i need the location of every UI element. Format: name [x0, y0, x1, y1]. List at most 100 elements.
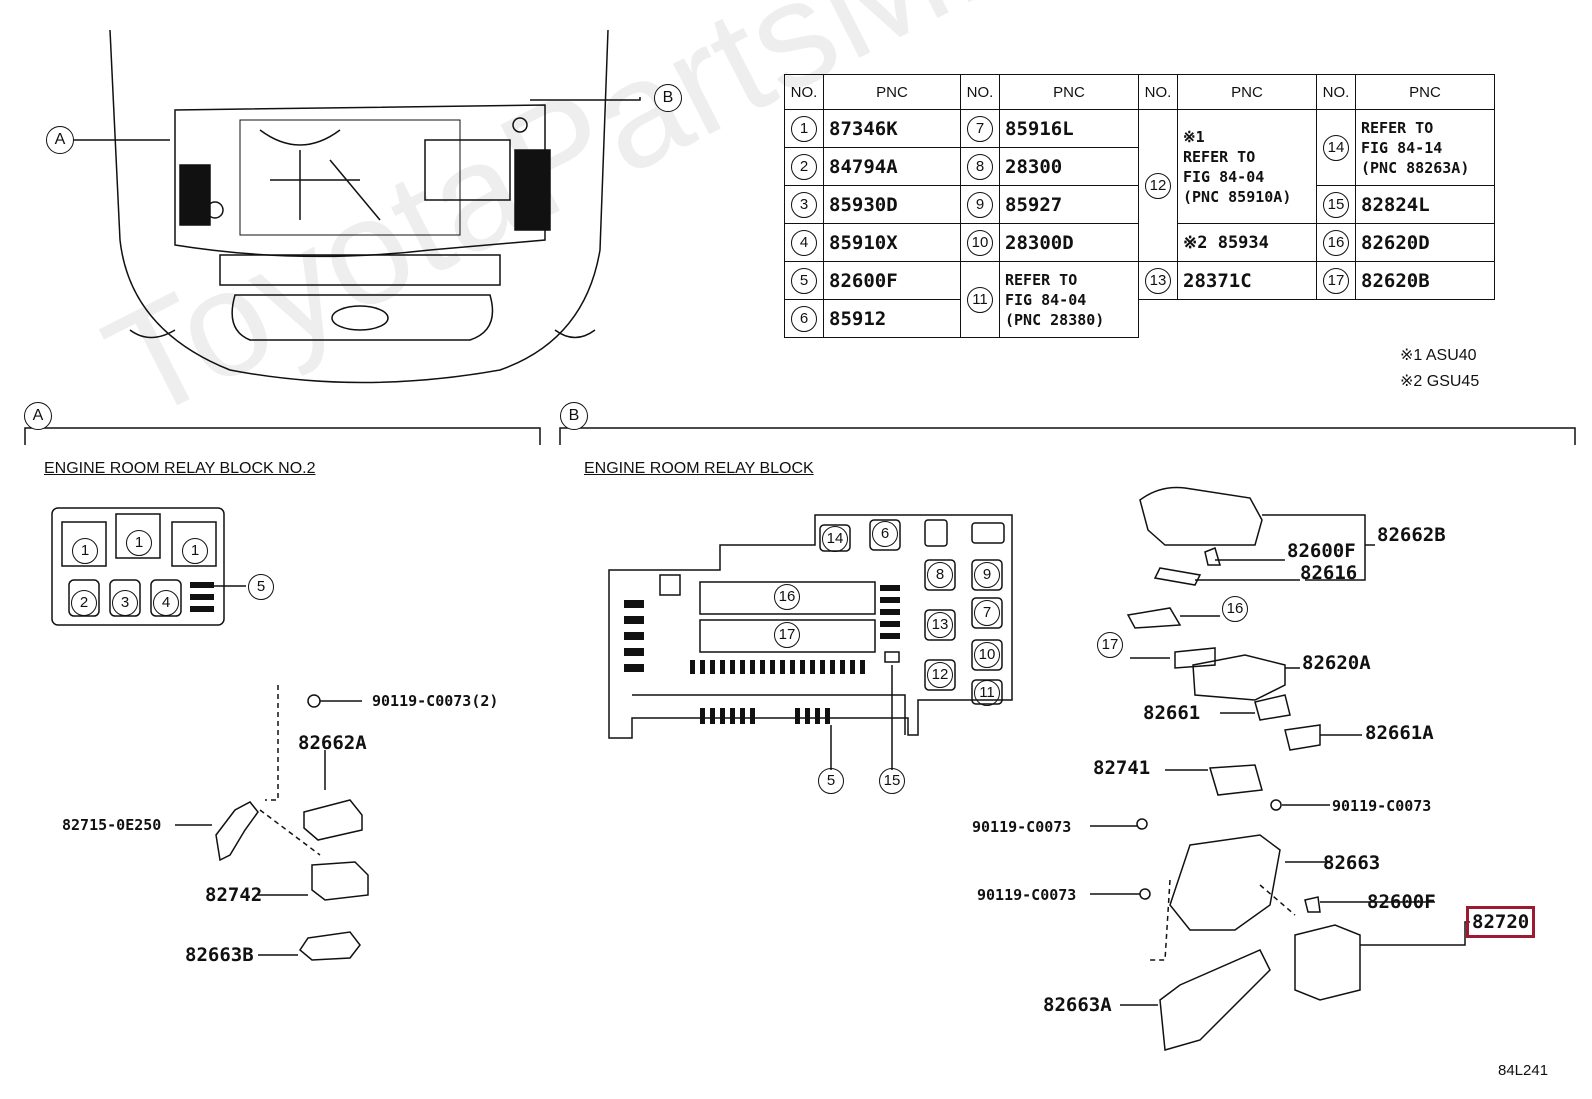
row-pnc: 28300 — [999, 147, 1139, 186]
fuse-16: 16 — [774, 584, 800, 610]
row-pnc: 84794A — [823, 147, 961, 186]
row-pnc: 85930D — [823, 185, 961, 224]
callout-5b: 5 — [818, 768, 844, 794]
callout-b-top: B — [654, 84, 682, 112]
row-pnc: 87346K — [823, 109, 961, 148]
fuse-pins — [624, 585, 900, 724]
row-pnc: 82620B — [1355, 261, 1495, 300]
part-82663: 82663 — [1323, 852, 1381, 874]
callout-b-section: B — [560, 402, 588, 430]
part-82741: 82741 — [1093, 757, 1151, 779]
r11-line: (PNC 28380) — [1005, 310, 1105, 329]
fuse-6: 6 — [872, 521, 898, 547]
callout-5: 5 — [248, 574, 274, 600]
r14-line: FIG 84-14 — [1361, 138, 1443, 157]
fuse-14: 14 — [822, 526, 848, 552]
row-no: 13 — [1145, 267, 1171, 294]
part-82620a: 82620A — [1302, 652, 1371, 674]
row-pnc: 28371C — [1177, 261, 1317, 300]
part-lower: 82663B — [185, 944, 254, 966]
row-no: 2 — [791, 153, 817, 180]
row-no: 5 — [791, 267, 817, 294]
relay-1: 1 — [182, 538, 208, 564]
fuse-12: 12 — [927, 662, 953, 688]
header-no: NO. — [1138, 74, 1178, 110]
row-pnc: 85910X — [823, 223, 961, 262]
row-no: 10 — [967, 229, 993, 256]
fuse-17: 17 — [774, 622, 800, 648]
callout-a-top: A — [46, 126, 74, 154]
section-a-title: ENGINE ROOM RELAY BLOCK NO.2 — [44, 460, 316, 477]
row-pnc: 82600F — [823, 261, 961, 300]
row-no: 11 — [967, 286, 993, 313]
callout-16: 16 — [1222, 596, 1248, 622]
row-pnc: 85927 — [999, 185, 1139, 224]
fuse-11: 11 — [974, 680, 1000, 706]
part-82663a: 82663A — [1043, 994, 1112, 1016]
car-illustration — [70, 29, 641, 384]
callout-15: 15 — [879, 768, 905, 794]
relay-3: 3 — [112, 590, 138, 616]
r14-line: (PNC 88263A) — [1361, 158, 1470, 177]
row-no: 7 — [967, 115, 993, 142]
section-b-title: ENGINE ROOM RELAY BLOCK — [584, 460, 814, 477]
relay-2: 2 — [71, 590, 97, 616]
relay-1: 1 — [126, 530, 152, 556]
row-no: 3 — [791, 191, 817, 218]
row-pnc: 82824L — [1355, 185, 1495, 224]
row-no: 17 — [1323, 267, 1349, 294]
header-no: NO. — [1316, 74, 1356, 110]
part-82600f-2: 82600F — [1367, 891, 1436, 913]
header-pnc: PNC — [999, 74, 1139, 110]
part-82662b: 82662B — [1377, 524, 1446, 546]
r14-line: REFER TO — [1361, 118, 1434, 137]
part-82616: 82616 — [1300, 562, 1358, 584]
header-pnc: PNC — [1177, 74, 1317, 110]
note-2: ※2 GSU45 — [1400, 373, 1480, 390]
r11-line: REFER TO — [1005, 270, 1078, 289]
pnc-table: NO. PNC NO. PNC NO. PNC NO. PNC 1 87346K… — [784, 74, 1495, 338]
part-82661a: 82661A — [1365, 722, 1434, 744]
fuse-9: 9 — [974, 562, 1000, 588]
fuse-7: 7 — [974, 600, 1000, 626]
row-no: 6 — [791, 305, 817, 332]
header-pnc: PNC — [1355, 74, 1495, 110]
row-no: 1 — [791, 115, 817, 142]
callout-17: 17 — [1097, 632, 1123, 658]
row-no: 12 — [1145, 172, 1171, 199]
fuse-8: 8 — [927, 562, 953, 588]
row-pnc: 85916L — [999, 109, 1139, 148]
r12a-line: REFER TO — [1183, 147, 1256, 166]
part-bolt-2: 90119-C0073 — [972, 818, 1072, 836]
r12a-line: (PNC 85910A) — [1183, 187, 1292, 206]
row-no: 4 — [791, 229, 817, 256]
row-no: 9 — [967, 191, 993, 218]
header-pnc: PNC — [823, 74, 961, 110]
r11-line: FIG 84-04 — [1005, 290, 1087, 309]
fuse-13: 13 — [927, 612, 953, 638]
figure-code: 84L241 — [1498, 1062, 1549, 1079]
r12a-line: ※1 — [1183, 127, 1205, 146]
row-pnc: 85912 — [823, 299, 961, 338]
header-no: NO. — [960, 74, 1000, 110]
row-no: 8 — [967, 153, 993, 180]
part-bracket: 82715-0E250 — [62, 816, 162, 834]
part-cover: 82662A — [298, 732, 367, 754]
part-bolt-3: 90119-C0073 — [977, 886, 1077, 904]
callout-a-section: A — [24, 402, 52, 430]
row-pnc: 28300D — [999, 223, 1139, 262]
row-no: 16 — [1323, 229, 1349, 256]
part-block: 82742 — [205, 884, 263, 906]
header-no: NO. — [784, 74, 824, 110]
relay-4: 4 — [153, 590, 179, 616]
row-pnc-12b: ※2 85934 — [1177, 223, 1317, 262]
part-82661: 82661 — [1143, 702, 1201, 724]
part-82720-highlighted[interactable]: 82720 — [1466, 906, 1536, 938]
row-no: 14 — [1323, 134, 1349, 161]
row-no: 15 — [1323, 191, 1349, 218]
r12a-line: FIG 84-04 — [1183, 167, 1265, 186]
row-pnc-11: REFER TO FIG 84-04 (PNC 28380) — [999, 261, 1139, 338]
note-1: ※1 ASU40 — [1400, 347, 1477, 364]
row-pnc-12a: ※1 REFER TO FIG 84-04 (PNC 85910A) — [1177, 109, 1317, 224]
